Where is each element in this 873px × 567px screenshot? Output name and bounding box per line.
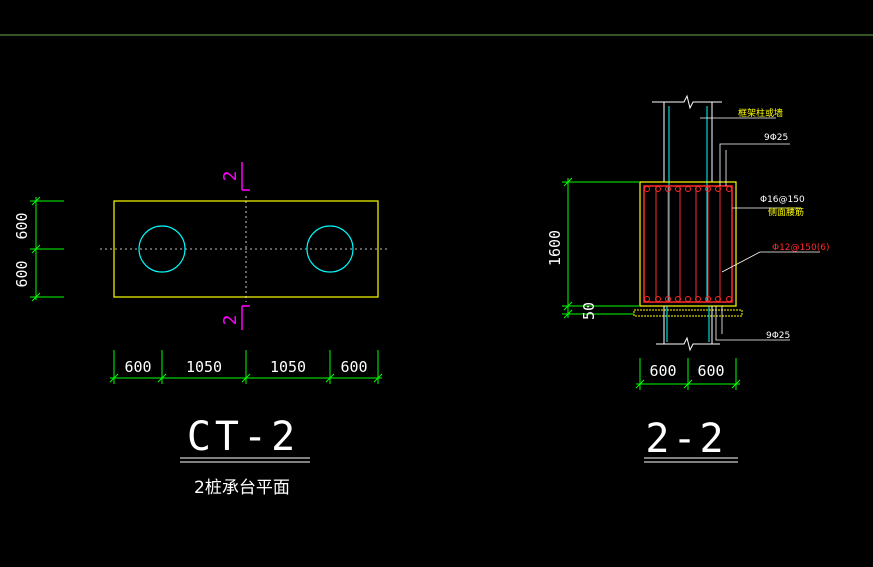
section-left-dimension: [562, 177, 640, 319]
section-top-rebars: [644, 186, 732, 192]
section-pile-break-line: [656, 336, 720, 352]
section-cap-outline: [639, 181, 737, 307]
section-title: 2-2: [645, 416, 726, 462]
section-stirrup: [643, 185, 733, 303]
label-side-rebar-1: Φ16@150: [760, 195, 805, 205]
pile-cap-plan: 2 2 600 600 600: [13, 162, 390, 498]
section-2-2: 1600 50 600 600 框架柱或墙 9Φ25 Φ16@150 侧: [546, 94, 829, 463]
label-side-rebar-2: 侧面腰筋: [768, 206, 804, 218]
plan-subtitle: 2桩承台平面: [194, 478, 290, 498]
pile-left: [138, 225, 186, 273]
section-mark-bottom: 2: [220, 315, 241, 326]
plan-left-dimension: [30, 196, 64, 302]
pile-right: [306, 225, 354, 273]
label-top-rebar: 9Φ25: [764, 133, 788, 143]
section-leaders: [700, 117, 820, 341]
plan-left-dim-1: 600: [13, 212, 31, 239]
section-cushion-layer: [633, 309, 743, 317]
plan-bottom-dim-4: 600: [340, 358, 367, 376]
plan-left-dim-2: 600: [13, 260, 31, 287]
section-bottom-rebars: [644, 296, 732, 302]
column-break-line: [652, 94, 722, 110]
plan-bottom-dimension: [109, 350, 383, 384]
plan-title: CT-2: [187, 414, 299, 460]
section-cover-dim: 50: [580, 302, 598, 320]
section-bottom-dim-2: 600: [697, 362, 724, 380]
label-stirrup: Φ12@150(6): [772, 243, 829, 253]
section-mark-top: 2: [220, 171, 241, 182]
section-bottom-dim-1: 600: [649, 362, 676, 380]
label-column-wall: 框架柱或墙: [738, 107, 783, 119]
plan-bottom-dim-1: 600: [124, 358, 151, 376]
section-bottom-dimension: [635, 358, 741, 390]
plan-bottom-dim-3: 1050: [270, 358, 306, 376]
plan-bottom-dim-2: 1050: [186, 358, 222, 376]
section-stirrup-inner-legs: [655, 187, 721, 301]
label-bottom-rebar: 9Φ25: [766, 331, 790, 341]
section-height-dim: 1600: [546, 230, 564, 266]
